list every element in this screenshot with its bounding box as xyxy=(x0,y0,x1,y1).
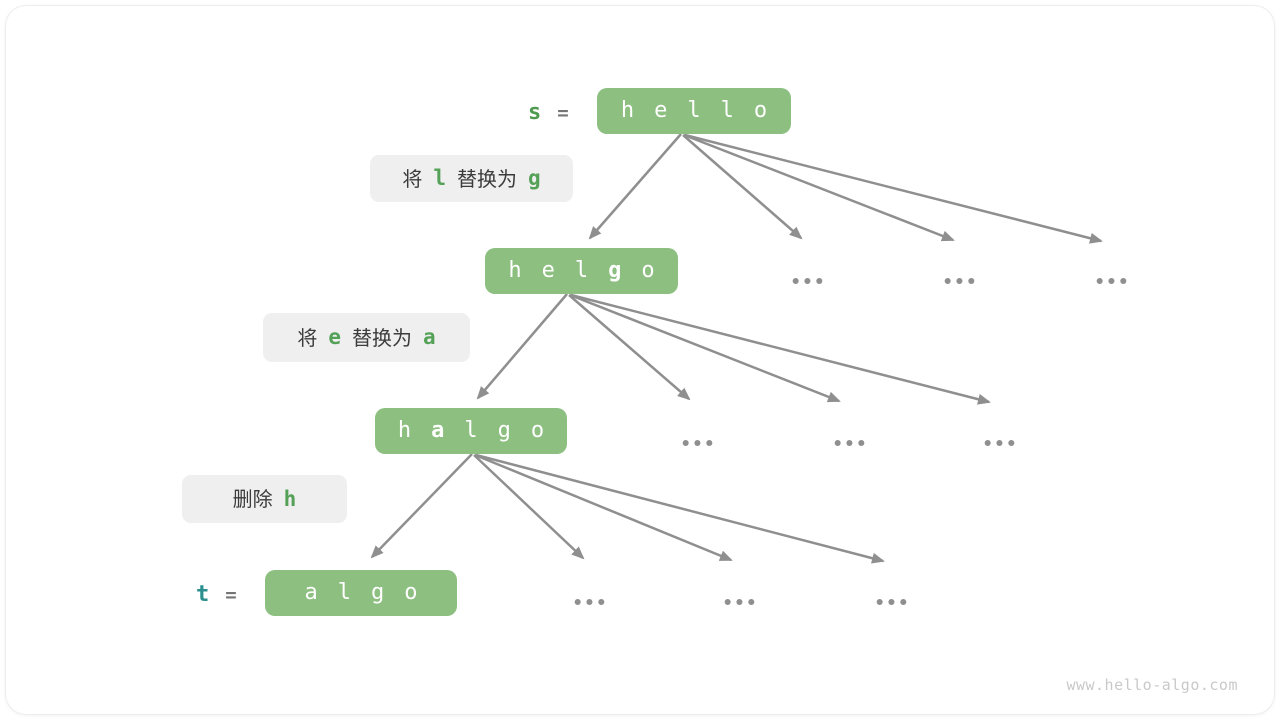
ellipsis: ••• xyxy=(572,593,608,614)
word-char: h xyxy=(508,258,522,283)
operation-text: 将 xyxy=(402,166,423,191)
operation-code-char: h xyxy=(283,486,297,511)
operation-text: 替换为 xyxy=(457,166,517,191)
operation-text: 将 xyxy=(297,325,318,350)
operation-text: 替换为 xyxy=(352,325,412,350)
word-char: a xyxy=(304,580,318,605)
word-char: g xyxy=(608,258,622,283)
word-char: o xyxy=(753,98,768,123)
word-char: e xyxy=(654,98,668,123)
ellipsis: ••• xyxy=(680,434,716,455)
ellipsis: ••• xyxy=(722,593,758,614)
equals-sign: = xyxy=(557,101,569,124)
word-char: e xyxy=(541,258,555,283)
word-char: o xyxy=(641,258,655,283)
ellipsis: ••• xyxy=(874,593,910,614)
word-char: h xyxy=(620,98,635,123)
operation-code-char: e xyxy=(328,325,341,349)
operation-code-char: g xyxy=(528,166,541,190)
word-char: l xyxy=(574,258,589,283)
ellipsis: ••• xyxy=(982,434,1018,455)
word-char: o xyxy=(530,418,545,443)
ellipsis: ••• xyxy=(1094,272,1130,293)
variable-s-label: s = xyxy=(528,95,569,131)
word-char: g xyxy=(497,418,511,443)
equals-sign: = xyxy=(225,583,237,606)
word-char: l xyxy=(337,580,351,605)
variable-name: s xyxy=(528,100,542,125)
operation-text: 删除 xyxy=(232,487,273,511)
word-char: a xyxy=(431,418,445,443)
word-char: h xyxy=(397,418,412,443)
word-char: l xyxy=(720,98,734,123)
word-char: g xyxy=(371,580,385,605)
site-watermark: www.hello-algo.com xyxy=(1066,676,1238,694)
variable-name: t xyxy=(196,582,210,607)
variable-t-label: t = xyxy=(196,577,237,613)
operation-code-char: l xyxy=(433,166,446,190)
ellipsis: ••• xyxy=(790,272,826,293)
operation-label-delete-h: 删除 h xyxy=(182,475,347,523)
word-char: o xyxy=(404,580,418,605)
ellipsis: ••• xyxy=(832,434,868,455)
word-char: l xyxy=(464,418,478,443)
ellipsis: ••• xyxy=(942,272,978,293)
operation-code-char: a xyxy=(423,325,436,349)
word-char: l xyxy=(687,98,701,123)
